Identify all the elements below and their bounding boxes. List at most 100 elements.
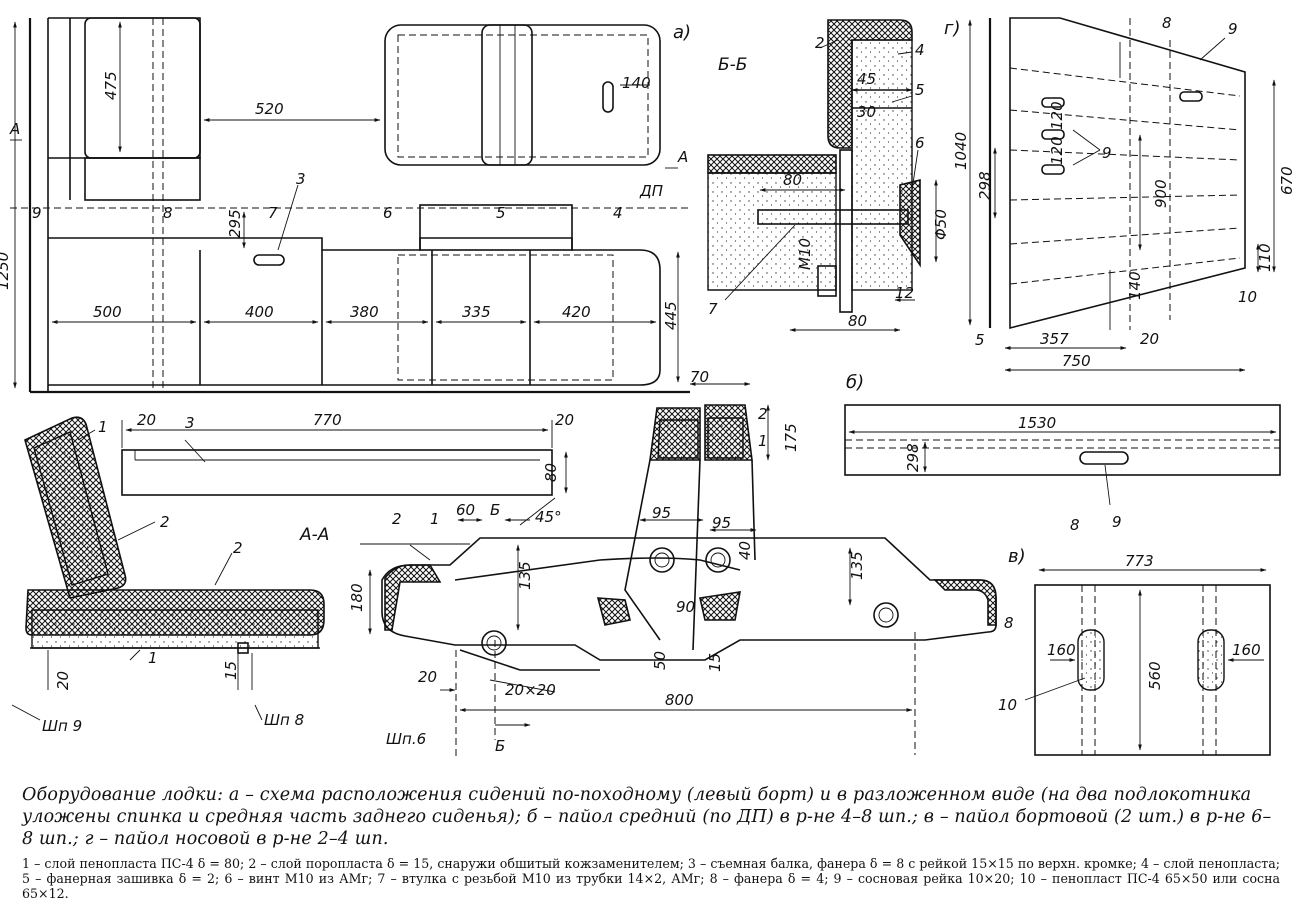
dim-770: 770 — [313, 411, 342, 429]
dim-180: 180 — [348, 583, 366, 612]
dim-10: 10 — [1238, 288, 1257, 306]
station-9: 9 — [32, 204, 42, 222]
section-aa-drawing — [360, 382, 997, 760]
callout-1-seat: 1 — [148, 649, 158, 667]
view-a-label: а) — [673, 22, 691, 43]
dim-m10: М10 — [796, 238, 814, 270]
dim-80c: 80 — [542, 463, 560, 482]
section-bb-label: Б-Б — [718, 55, 747, 75]
dim-30: 30 — [857, 103, 876, 121]
callout-3: 3 — [296, 170, 306, 188]
callout-10: 10 — [998, 696, 1017, 714]
dim-80b: 80 — [848, 312, 867, 330]
callout-1-back: 1 — [758, 432, 768, 450]
callout-3-beam: 3 — [185, 414, 195, 432]
callout-8-b: 8 — [1070, 516, 1080, 534]
dim-60: 60 — [456, 501, 475, 519]
dim-298: 298 — [976, 171, 994, 200]
dim-20d: 20 — [418, 668, 437, 686]
dim-140g: 140 — [1126, 271, 1144, 300]
dim-45deg: 45° — [535, 508, 562, 526]
dim-175: 175 — [782, 423, 800, 452]
figure-caption: Оборудование лодки: а – схема расположен… — [22, 784, 1280, 901]
dim-40: 40 — [736, 541, 754, 560]
callout-9-g-top: 9 — [1228, 20, 1238, 38]
dim-475: 475 — [102, 71, 120, 100]
dim-1530: 1530 — [1018, 414, 1056, 432]
caption-main: Оборудование лодки: а – схема расположен… — [22, 785, 1272, 849]
dim-45: 45 — [857, 70, 876, 88]
view-b-label: б) — [846, 372, 864, 393]
dim-773: 773 — [1125, 552, 1154, 570]
dim-15: 15 — [222, 661, 240, 680]
dp-label: ДП — [639, 182, 663, 200]
frame-sh8: Шп 8 — [264, 711, 304, 729]
view-g-label: г) — [944, 18, 960, 39]
dim-140: 140 — [622, 74, 651, 92]
dim-357: 357 — [1040, 330, 1069, 348]
dim-110: 110 — [1256, 243, 1274, 272]
dim-95b: 95 — [712, 514, 731, 532]
callout-9-g: 9 — [1102, 144, 1112, 162]
dim-160a: 160 — [1047, 641, 1076, 659]
removable-beam — [121, 420, 568, 496]
dim-5: 5 — [975, 331, 985, 349]
dim-445: 445 — [662, 301, 680, 330]
dim-20x20: 20×20 — [505, 681, 556, 699]
dim-50: 50 — [651, 651, 669, 670]
section-bb-drawing — [707, 19, 938, 332]
dim-560: 560 — [1146, 661, 1164, 690]
dim-420: 420 — [562, 303, 591, 321]
station-5: 5 — [496, 204, 506, 222]
seat-section-left — [11, 416, 325, 721]
view-b-middle-floorboard — [844, 404, 1281, 506]
caption-legend: 1 – слой пенопласта ПС-4 δ = 80; 2 – сло… — [22, 856, 1280, 901]
view-v-label: в) — [1008, 546, 1026, 567]
dim-298b: 298 — [904, 443, 922, 472]
station-7: 7 — [268, 204, 278, 222]
dim-1250: 1250 — [0, 252, 12, 290]
callout-6: 6 — [915, 134, 925, 152]
dim-20b: 20 — [555, 411, 574, 429]
cut-a-marker-right: А — [677, 148, 688, 166]
dim-12: 12 — [895, 284, 914, 302]
callout-2-back: 2 — [758, 405, 768, 423]
dim-15b: 15 — [706, 653, 724, 672]
callout-2-aa: 2 — [392, 510, 402, 528]
view-g-bow-floorboard — [968, 17, 1276, 372]
station-6: 6 — [383, 204, 393, 222]
dim-1040: 1040 — [952, 132, 970, 170]
dim-750: 750 — [1062, 352, 1091, 370]
view-v-side-floorboard — [1024, 568, 1271, 756]
cut-b-bottom: Б — [495, 737, 505, 755]
dim-135a: 135 — [516, 561, 534, 590]
station-4: 4 — [613, 204, 623, 222]
cut-a-marker: А — [9, 120, 20, 138]
frame-sh9: Шп 9 — [42, 717, 82, 735]
dim-295: 295 — [226, 209, 244, 238]
dim-120b: 120 — [1048, 136, 1066, 165]
callout-5: 5 — [915, 81, 925, 99]
dim-80: 80 — [783, 171, 802, 189]
callout-2-left: 2 — [160, 513, 170, 531]
callout-2-bb: 2 — [815, 34, 825, 52]
dim-20g: 20 — [1140, 330, 1159, 348]
dim-95a: 95 — [652, 504, 671, 522]
station-8: 8 — [163, 204, 173, 222]
view-a-seat-layout — [10, 17, 690, 394]
dim-70: 70 — [690, 368, 709, 386]
technical-drawing: а) А А ДП 9 8 7 6 5 4 1250 475 520 140 2… — [0, 14, 1296, 760]
callout-8-v: 8 — [1004, 614, 1014, 632]
dim-20a: 20 — [137, 411, 156, 429]
frame-sh6: Шп.6 — [386, 730, 426, 748]
dim-900: 900 — [1152, 179, 1170, 208]
callout-7: 7 — [708, 300, 718, 318]
dim-670: 670 — [1278, 166, 1296, 195]
dim-phi50: Φ50 — [932, 209, 950, 240]
dim-135b: 135 — [848, 551, 866, 580]
dim-400: 400 — [245, 303, 274, 321]
callout-8-g: 8 — [1162, 14, 1172, 32]
cut-b-top: Б — [490, 501, 500, 519]
dim-500: 500 — [93, 303, 122, 321]
dim-335: 335 — [462, 303, 491, 321]
